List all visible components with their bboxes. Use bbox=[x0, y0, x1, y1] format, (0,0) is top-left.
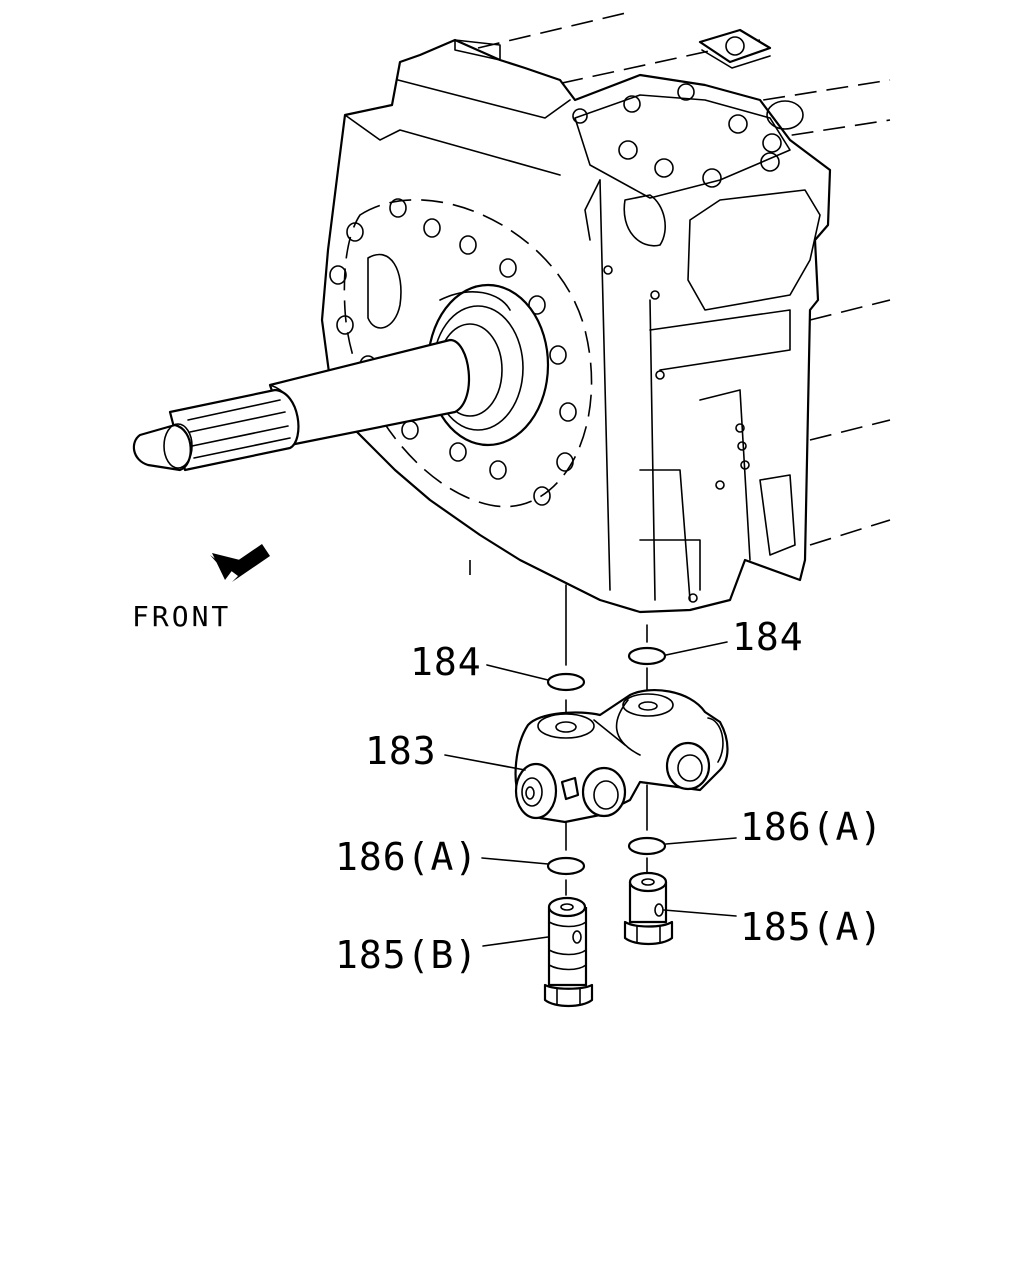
callout-183: 183 bbox=[365, 729, 437, 773]
eye-bolt-185b bbox=[543, 896, 594, 1008]
eye-bolt-185a bbox=[623, 871, 674, 946]
o-ring-184-left bbox=[546, 672, 586, 692]
o-ring-184-right bbox=[627, 646, 667, 666]
callout-184-right: 184 bbox=[732, 615, 804, 659]
front-arrow-icon bbox=[210, 544, 270, 582]
valve-block-183 bbox=[514, 689, 729, 824]
transmission-housing bbox=[132, 28, 832, 614]
callout-186a-left: 186(A) bbox=[335, 835, 478, 879]
washer-186a-left bbox=[546, 856, 586, 876]
phantom-housing-lines bbox=[469, 11, 891, 575]
callout-185b: 185(B) bbox=[335, 933, 478, 977]
callout-184-left: 184 bbox=[410, 640, 482, 684]
callout-186a-right: 186(A) bbox=[740, 805, 883, 849]
front-direction-label: FRONT bbox=[132, 600, 231, 633]
washer-186a-right bbox=[627, 836, 667, 856]
leader-lines bbox=[444, 641, 737, 947]
callout-185a: 185(A) bbox=[740, 905, 883, 949]
